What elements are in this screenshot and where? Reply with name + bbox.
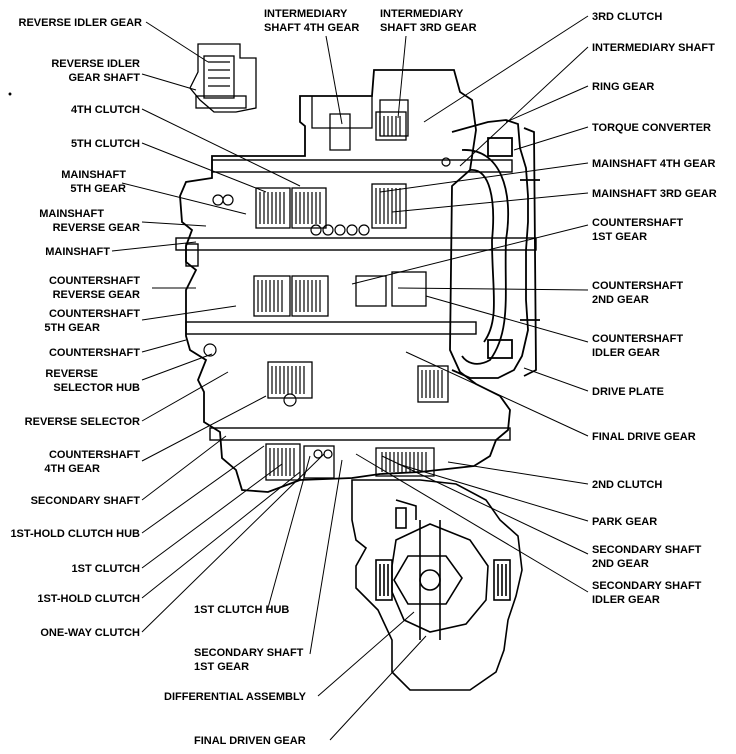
label-differential-assembly: DIFFERENTIAL ASSEMBLY [164, 691, 307, 703]
leader-lines [111, 15, 589, 741]
label-mainshaft-3rd-gear: MAINSHAFT 3RD GEAR [592, 188, 717, 200]
torque-converter-drawing [451, 119, 540, 379]
differential-drawing [351, 479, 523, 691]
bearings [203, 157, 451, 459]
label-3rd-clutch: 3RD CLUTCH [592, 11, 662, 23]
reverse-idler-housing [189, 43, 257, 113]
label-1st-clutch: 1ST CLUTCH [72, 563, 141, 575]
label-one-way-clutch: ONE-WAY CLUTCH [40, 627, 140, 639]
label-countershaft: COUNTERSHAFT [49, 347, 140, 359]
clutch-plate-hatching [257, 116, 443, 476]
label-reverse-selector: REVERSE SELECTOR [25, 416, 140, 428]
label-1st-clutch-hub: 1ST CLUTCH HUB [194, 604, 289, 616]
label-mainshaft: MAINSHAFT [45, 246, 110, 258]
label-1st-hold-clutch: 1ST-HOLD CLUTCH [37, 593, 140, 605]
label-torque-converter: TORQUE CONVERTER [592, 122, 711, 134]
label-final-drive-gear: FINAL DRIVE GEAR [592, 431, 696, 443]
shafts [175, 159, 537, 441]
clutch-packs [253, 111, 449, 481]
label-4th-clutch: 4TH CLUTCH [71, 104, 140, 116]
label-drive-plate: DRIVE PLATE [592, 386, 664, 398]
label-secondary-shaft: SECONDARY SHAFT [31, 495, 141, 507]
label-park-gear: PARK GEAR [592, 516, 657, 528]
label-2nd-clutch: 2ND CLUTCH [592, 479, 662, 491]
label-1st-hold-clutch-hub: 1ST-HOLD CLUTCH HUB [10, 528, 140, 540]
label-5th-clutch: 5TH CLUTCH [71, 138, 140, 150]
transmission-case [179, 69, 511, 493]
label-intermediary-shaft: INTERMEDIARY SHAFT [592, 42, 715, 54]
label-ring-gear: RING GEAR [592, 81, 654, 93]
label-mainshaft-4th-gear: MAINSHAFT 4TH GEAR [592, 158, 716, 170]
label-final-driven-gear: FINAL DRIVEN GEAR [194, 735, 306, 747]
label-reverse-idler-gear: REVERSE IDLER GEAR [19, 17, 143, 29]
intermediary-cover [311, 96, 373, 129]
